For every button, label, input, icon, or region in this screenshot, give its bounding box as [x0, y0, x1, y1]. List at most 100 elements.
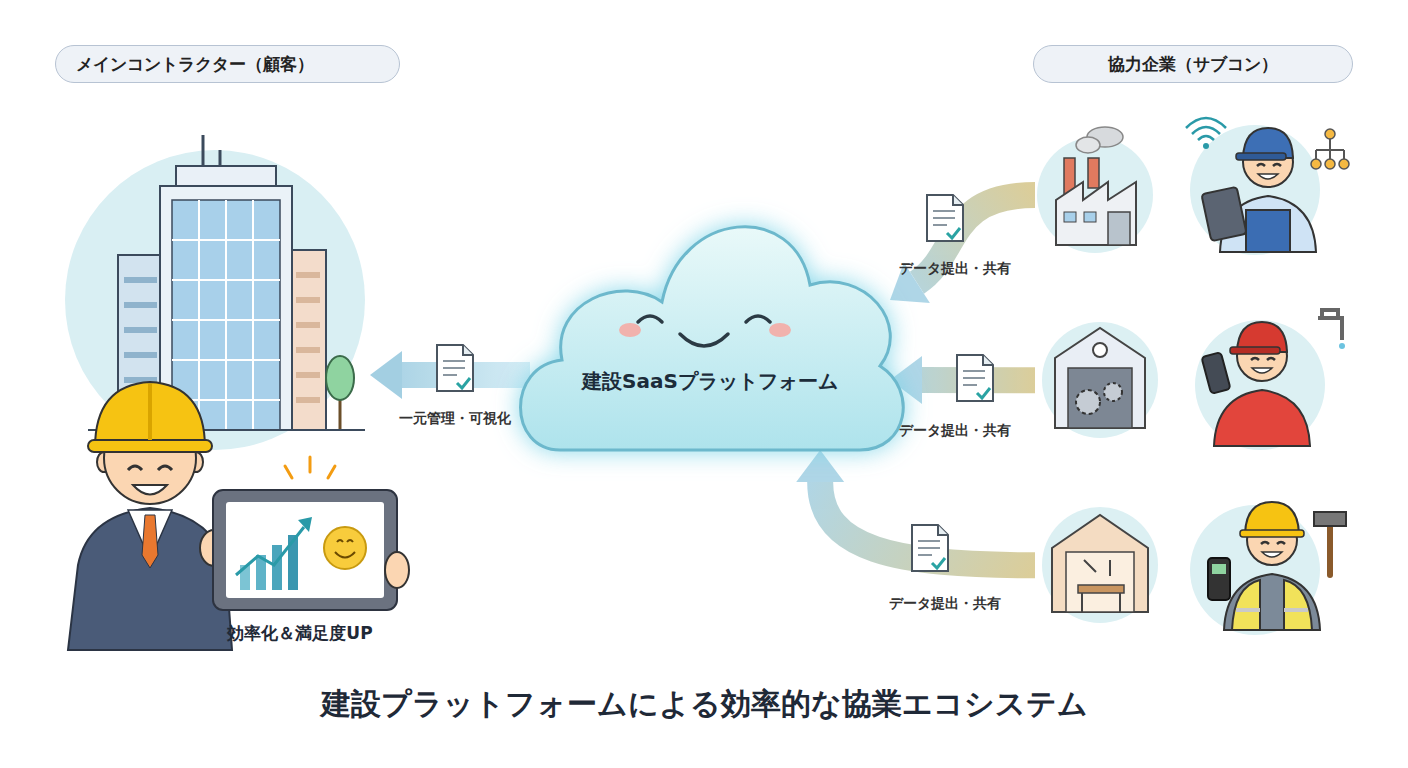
chart-bar	[272, 545, 282, 590]
worker-figures	[1186, 118, 1349, 635]
side-building	[290, 250, 326, 430]
smile	[1252, 368, 1272, 373]
group-heading: メインコントラクター（顧客）	[55, 45, 400, 83]
trend-line	[236, 527, 304, 575]
workshop	[1055, 328, 1145, 428]
smiley-eyes	[337, 540, 353, 542]
tower-top	[176, 166, 276, 188]
cloud-cheek	[769, 323, 791, 337]
gear	[1076, 390, 1100, 414]
garage-door	[1068, 368, 1132, 428]
cloud-shape	[530, 250, 890, 450]
group-heading: 協力企業（サブコン）	[1033, 45, 1353, 83]
workbench	[1078, 585, 1124, 593]
worker-circle	[1195, 320, 1325, 450]
hammer-head	[1314, 512, 1346, 526]
tie	[142, 515, 158, 568]
hat-brim	[1240, 530, 1304, 537]
network-node	[1311, 159, 1321, 169]
factory-door	[1108, 212, 1130, 245]
network-symbol	[1316, 138, 1344, 160]
faucet-symbol	[1318, 310, 1342, 340]
cloud-smile	[680, 334, 728, 346]
tablet-screen	[226, 502, 384, 598]
worker-body	[1214, 390, 1310, 446]
manager-figure	[68, 382, 409, 650]
flow-arrow	[890, 195, 1035, 303]
edge-label: 一元管理・可視化	[355, 410, 555, 428]
subcontractor-icons	[1037, 127, 1158, 623]
tree	[326, 356, 354, 400]
reflective-stripe	[1236, 608, 1308, 612]
wifi-symbol	[1186, 118, 1226, 140]
worker-tablet	[1201, 128, 1316, 252]
benefit-caption: 効率化＆満足度UP	[195, 622, 405, 645]
shed-opening	[1066, 552, 1134, 612]
arrow-band	[402, 362, 530, 388]
contractor-group: メインコントラクター（顧客）効率化＆満足度UP	[55, 45, 370, 650]
factory	[1056, 182, 1136, 245]
arrow-head	[370, 351, 402, 399]
sparkle	[285, 457, 335, 478]
factory-window	[1064, 212, 1076, 222]
worker-circle	[1190, 125, 1320, 255]
cloud-label: 建設SaaSプラットフォーム	[530, 368, 890, 395]
smiley-mouth	[335, 552, 355, 558]
worker-body	[1224, 574, 1320, 630]
icon-circle	[1042, 507, 1158, 623]
water-drop	[1339, 343, 1345, 349]
radio	[1208, 558, 1230, 600]
radio-screen	[1212, 564, 1226, 574]
hard-hat	[95, 382, 205, 448]
arrow-band-group	[402, 375, 530, 376]
smile	[133, 485, 167, 495]
tools	[1082, 560, 1120, 612]
network-node	[1325, 129, 1335, 139]
edge-label: データ提出・共有	[855, 260, 1055, 278]
eyes	[1261, 542, 1285, 544]
eyes	[1251, 358, 1275, 360]
document-icon	[912, 525, 948, 571]
cloud-eyes	[638, 316, 770, 322]
tablet	[213, 490, 397, 610]
arrow-head	[796, 450, 844, 482]
document-icon	[927, 195, 963, 241]
arrow-band-group	[820, 482, 1035, 565]
backdrop-circle	[65, 150, 365, 450]
cap-brim	[1230, 347, 1280, 354]
cap-brim	[1236, 153, 1286, 160]
tool-shed	[1052, 515, 1148, 612]
tablet	[1201, 187, 1246, 241]
trend-arrowhead	[298, 517, 312, 532]
smiley-face	[324, 527, 366, 569]
cloud-cheek	[619, 323, 641, 337]
eyes	[128, 466, 172, 470]
network-node	[1325, 159, 1335, 169]
edge-label: データ提出・共有	[845, 595, 1045, 613]
cloud-outline	[521, 227, 904, 450]
smoke	[1076, 137, 1100, 153]
hammer-handle	[1327, 522, 1333, 575]
wifi-dot	[1203, 143, 1209, 149]
phone	[1201, 352, 1230, 394]
subcontractor-group: 協力企業（サブコン）	[1035, 45, 1360, 660]
eyes	[1257, 164, 1281, 166]
hard-hat	[1245, 502, 1299, 534]
worker-radio	[1208, 502, 1320, 630]
hat-brim	[88, 440, 212, 452]
suit	[68, 508, 232, 650]
arrow-band	[820, 482, 1035, 565]
icon-circle	[1042, 322, 1158, 438]
building-illustration	[65, 135, 365, 450]
worker-phone	[1201, 322, 1310, 446]
building-windows	[296, 275, 320, 400]
antenna	[202, 135, 205, 168]
factory-window	[1084, 212, 1096, 222]
diagram-title: 建設プラットフォームによる効率的な協業エコシステム	[0, 684, 1408, 725]
smile	[1262, 552, 1282, 557]
edge-label: データ提出・共有	[855, 422, 1055, 440]
flow-arrow	[370, 351, 530, 399]
document-icon	[957, 355, 993, 401]
smile	[1258, 174, 1278, 179]
